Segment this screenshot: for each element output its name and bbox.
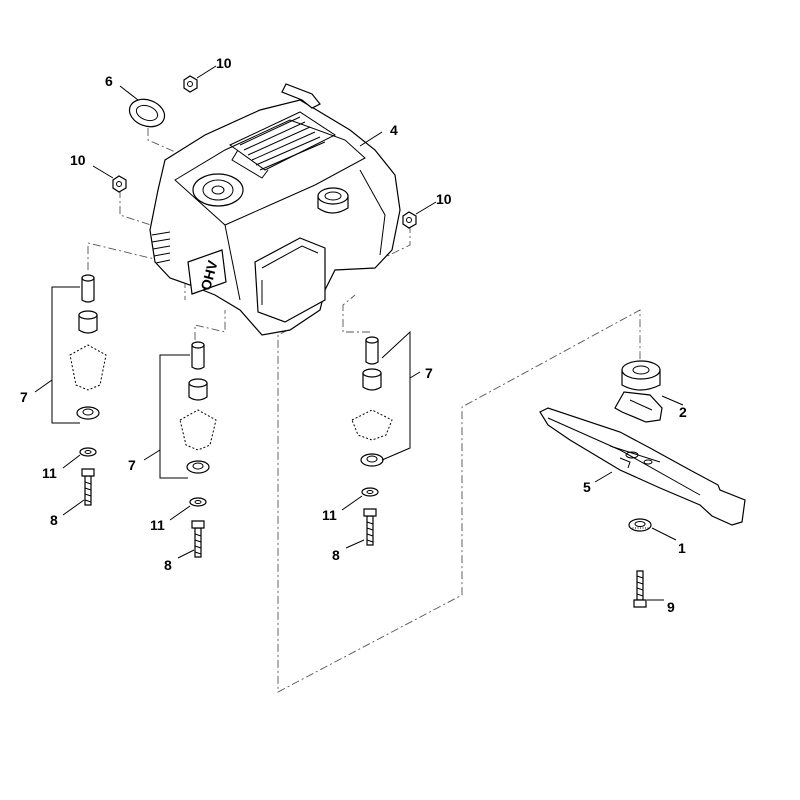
- mount-stack-middle: [159, 341, 217, 558]
- callout-8-right: 8: [332, 547, 340, 563]
- mower-blade: [539, 407, 746, 526]
- callout-10-left: 10: [70, 152, 86, 168]
- blade-adapter: [614, 360, 663, 423]
- cover-vent-slots: [231, 116, 326, 179]
- hex-nut-right: [402, 211, 417, 229]
- hex-nut-top: [183, 75, 198, 93]
- starter-handle: [281, 83, 321, 109]
- callout-7-left: 7: [20, 389, 28, 405]
- blade-bolt: [633, 570, 647, 608]
- callout-4: 4: [390, 122, 398, 138]
- cooling-fins: [151, 231, 171, 264]
- callout-11-left: 11: [42, 465, 57, 481]
- callout-10-top: 10: [216, 55, 232, 71]
- callout-6: 6: [105, 73, 113, 89]
- callout-8-left: 8: [50, 512, 58, 528]
- callout-10-right: 10: [436, 191, 452, 207]
- callout-7-middle: 7: [128, 457, 136, 473]
- ohv-badge: OHV: [197, 258, 220, 292]
- callout-9: 9: [667, 599, 675, 615]
- blade-washer: [628, 518, 652, 532]
- callout-5: 5: [583, 479, 591, 495]
- mount-stack-right: [351, 330, 411, 546]
- callout-labels: 1 2 4 5 6 7 7 7 8 8 8 9 10 10 10 11 11 1…: [20, 55, 687, 615]
- callout-11-right: 11: [322, 507, 337, 523]
- gasket-ring: [128, 98, 166, 128]
- callout-7-right: 7: [425, 365, 433, 381]
- callout-2: 2: [679, 404, 687, 420]
- callout-1: 1: [678, 540, 686, 556]
- callout-11-middle: 11: [150, 517, 165, 533]
- callout-8-middle: 8: [164, 557, 172, 573]
- fuel-cap: [317, 187, 349, 214]
- leader-lines: [34, 65, 684, 601]
- mount-stack-left: [51, 274, 107, 506]
- hex-nut-left: [112, 175, 127, 193]
- engine: OHV: [149, 83, 401, 336]
- flywheel-cap: [192, 173, 244, 207]
- muffler-box: [254, 237, 326, 323]
